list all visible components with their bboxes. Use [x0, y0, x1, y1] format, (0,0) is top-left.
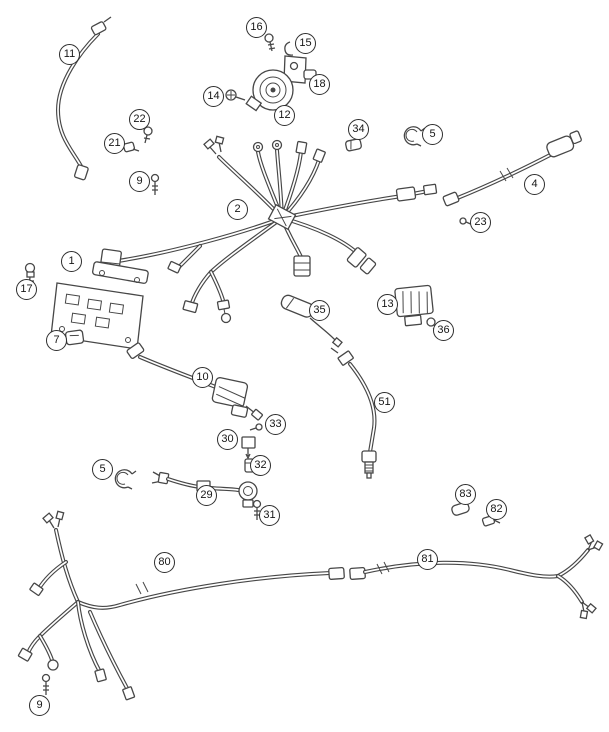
part-51-sensor-lead [330, 347, 377, 479]
part-9a-screw [150, 173, 160, 195]
part-2-main-harness [99, 135, 438, 324]
part-9b-screw [41, 673, 51, 695]
part-83-sleeve [451, 501, 470, 516]
part-12-horn [245, 69, 294, 116]
part-81-harness [349, 534, 604, 620]
part-11-cable [55, 16, 112, 181]
part-33-screw [249, 423, 263, 431]
part-80-harness [17, 510, 345, 701]
part-7-clip [64, 329, 85, 346]
part-5a-clamp [403, 126, 426, 147]
part-82-sleeve [481, 515, 501, 527]
part-35-condenser [280, 294, 343, 348]
part-36-screw [426, 317, 443, 336]
part-10-coil-lead [126, 342, 263, 421]
part-14-screw [225, 89, 246, 101]
part-21-clip [122, 141, 140, 153]
part-15-clip [284, 41, 294, 56]
part-17-screw [24, 262, 36, 288]
part-5b-clamp [114, 469, 137, 490]
part-16-screw [264, 33, 276, 52]
part-34-sleeve [345, 138, 362, 152]
part-30-relay [241, 436, 256, 460]
part-4-cable [442, 130, 582, 207]
part-31-screw [252, 499, 262, 520]
part-13-regulator [394, 284, 434, 327]
part-22-screw [143, 126, 153, 144]
part-29-socket-lead [151, 471, 258, 508]
part-32-bushing [244, 458, 255, 473]
part-23-screw [459, 217, 474, 226]
